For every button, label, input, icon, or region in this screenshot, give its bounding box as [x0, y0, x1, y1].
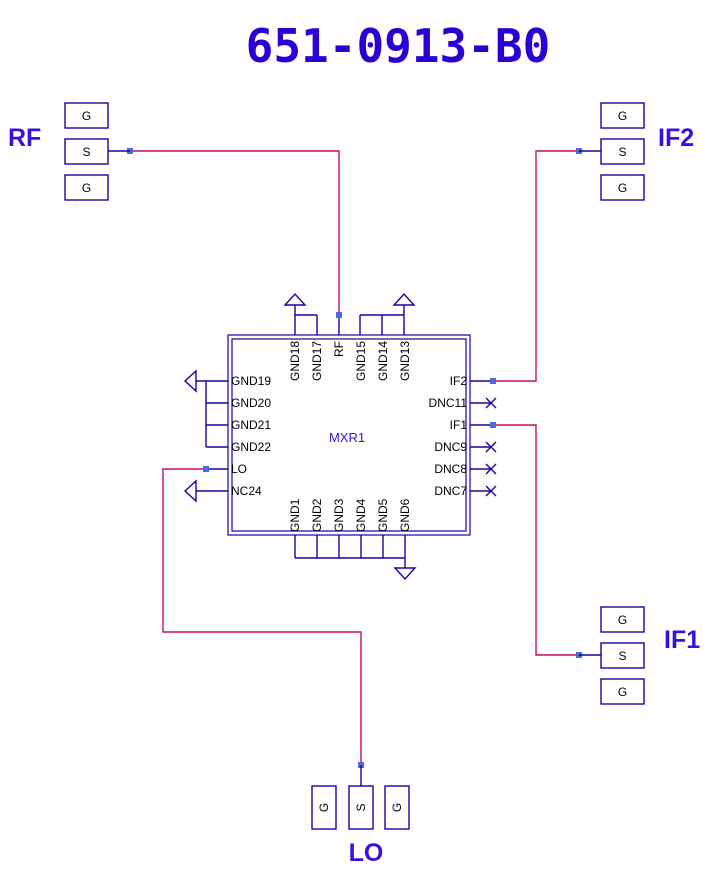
if2-port[interactable]: IF2 G S G: [600, 102, 694, 201]
lo-pad-g-right: G: [390, 803, 404, 812]
rf-net: [127, 148, 342, 318]
rf-pad-s: S: [82, 145, 90, 159]
rf-pad-g-bottom: G: [82, 181, 91, 195]
pin-gnd2: GND2: [310, 498, 324, 532]
schematic-title: 651-0913-B0: [246, 19, 551, 73]
if1-pad-g-top: G: [618, 613, 627, 627]
pin-if2: IF2: [450, 374, 468, 388]
pin-nc24: NC24: [231, 484, 262, 498]
rf-pad-g-top: G: [82, 109, 91, 123]
if2-port-label: IF2: [658, 124, 694, 152]
top-pins: GND18 GND17 RF GND15 GND14 GND13: [288, 341, 412, 381]
pin-gnd4: GND4: [354, 498, 368, 532]
pin-gnd21: GND21: [231, 418, 271, 432]
pin-gnd13: GND13: [398, 341, 412, 381]
pin-dnc11: DNC11: [429, 396, 468, 410]
pin-gnd15: GND15: [354, 341, 368, 381]
pin-gnd17: GND17: [310, 341, 324, 381]
pin-lo: LO: [231, 462, 247, 476]
rf-port[interactable]: RF G S G: [8, 102, 109, 201]
no-connect-icon: [485, 441, 497, 453]
no-connect-icon: [485, 485, 497, 497]
if2-pad-g-top: G: [618, 109, 627, 123]
if2-net: [490, 148, 582, 384]
pin-gnd19: GND19: [231, 374, 271, 388]
ground-symbol-icon: [393, 567, 417, 581]
rf-port-label: RF: [8, 124, 41, 152]
if1-pad-s: S: [618, 649, 626, 663]
pin-gnd6: GND6: [398, 498, 412, 532]
no-connect-icon: [485, 463, 497, 475]
ground-symbol-icon: [392, 292, 416, 306]
dnc-markers: [470, 397, 497, 497]
bottom-pins: GND1 GND2 GND3 GND4 GND5 GND6: [288, 498, 412, 532]
lo-port-label: LO: [349, 839, 384, 867]
component-ref: MXR1: [329, 430, 365, 445]
ground-symbol-icon: [283, 292, 307, 306]
lo-port[interactable]: G S G LO: [311, 785, 410, 867]
if1-pad-g-bottom: G: [618, 685, 627, 699]
ground-symbol-icon: [183, 479, 197, 503]
pin-if1: IF1: [450, 418, 468, 432]
pin-gnd18: GND18: [288, 341, 302, 381]
left-ground-net: [183, 369, 228, 448]
nc24-ground-net: [183, 479, 228, 503]
top-left-ground-net: [283, 292, 318, 335]
if1-port-label: IF1: [664, 626, 700, 654]
pin-gnd1: GND1: [288, 498, 302, 532]
ground-symbol-icon: [183, 369, 197, 393]
pin-gnd3: GND3: [332, 498, 346, 532]
if2-pad-g-bottom: G: [618, 181, 627, 195]
pin-gnd14: GND14: [376, 341, 390, 381]
if1-net: [490, 422, 582, 658]
pin-dnc9: DNC9: [434, 440, 467, 454]
lo-pad-s: S: [354, 803, 368, 811]
bottom-ground-net: [294, 535, 417, 581]
no-connect-icon: [485, 397, 497, 409]
right-pins: IF2 DNC11 IF1 DNC9 DNC8 DNC7: [429, 374, 468, 498]
top-right-ground-net: [359, 292, 416, 335]
lo-pad-g-left: G: [317, 803, 331, 812]
if2-pad-s: S: [618, 145, 626, 159]
pin-dnc7: DNC7: [434, 484, 467, 498]
pin-gnd22: GND22: [231, 440, 271, 454]
left-pins: GND19 GND20 GND21 GND22 LO NC24: [231, 374, 271, 498]
if1-port[interactable]: IF1 G S G: [600, 606, 700, 705]
mixer-component[interactable]: MXR1: [227, 334, 471, 536]
pin-gnd20: GND20: [231, 396, 271, 410]
pin-dnc8: DNC8: [434, 462, 467, 476]
pin-gnd5: GND5: [376, 498, 390, 532]
pin-rf: RF: [332, 341, 346, 357]
